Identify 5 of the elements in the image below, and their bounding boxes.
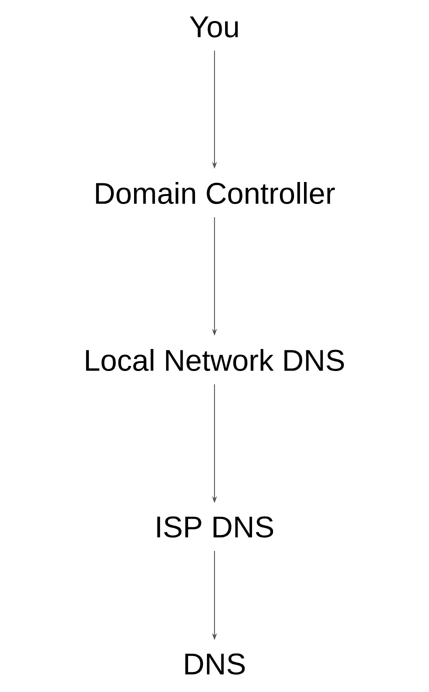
node-label: Domain Controller <box>96 182 335 204</box>
node-label: DNS <box>185 653 245 675</box>
node-label: You <box>190 16 238 38</box>
node-label: Local Network DNS <box>86 348 344 372</box>
node-label: ISP DNS <box>157 516 274 538</box>
